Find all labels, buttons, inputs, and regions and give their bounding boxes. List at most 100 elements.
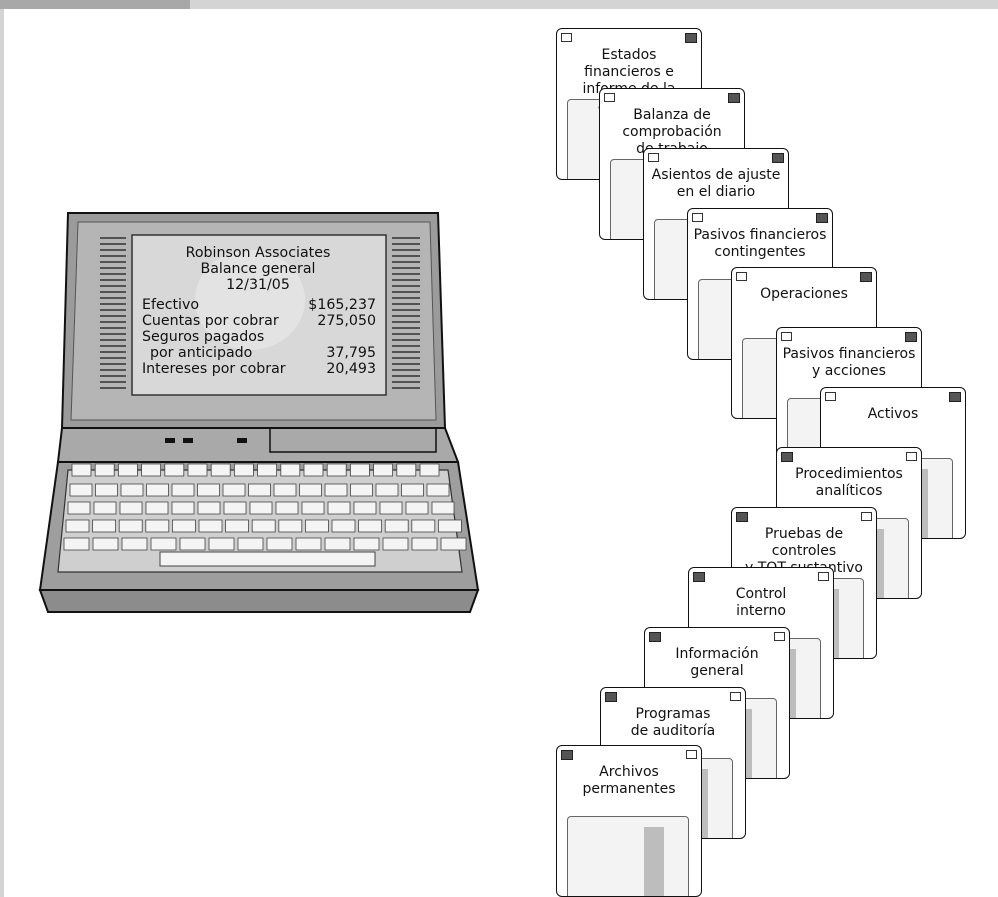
keyboard-key — [437, 519, 462, 533]
disk-label: Activos — [825, 406, 961, 423]
keyboard-key — [411, 519, 436, 533]
speaker-grille-left — [100, 237, 126, 389]
screen-item-amount: 20,493 — [326, 361, 376, 377]
screen-report: Balance general — [200, 261, 316, 277]
write-protect-open-icon — [736, 272, 747, 281]
keyboard-key — [92, 537, 119, 551]
keyboard-key — [93, 501, 117, 515]
write-protect-closed-icon — [905, 332, 917, 342]
keyboard-key — [373, 463, 394, 477]
keyboard-key — [401, 483, 424, 497]
write-protect-closed-icon — [693, 572, 705, 582]
write-protect-open-icon — [686, 750, 697, 759]
disk-label: Operaciones — [736, 286, 872, 303]
write-protect-open-icon — [692, 213, 703, 222]
write-protect-closed-icon — [816, 213, 828, 223]
keyboard-key — [327, 501, 351, 515]
keyboard-key — [222, 483, 246, 497]
disk-label-line: contingentes — [714, 244, 806, 260]
disk-shutter-window — [644, 827, 664, 896]
screen-item-amount: 275,050 — [317, 313, 376, 329]
keyboard — [63, 463, 467, 567]
write-protect-open-icon — [604, 93, 615, 102]
disk-label-line: Activos — [867, 406, 919, 422]
top-bar — [0, 0, 998, 9]
keyboard-key — [141, 463, 162, 477]
keyboard-key — [198, 519, 223, 533]
disk-label-line: analíticos — [815, 483, 883, 499]
disk-label-line: Control — [735, 586, 787, 602]
keyboard-key — [179, 537, 206, 551]
keyboard-key — [273, 483, 297, 497]
keyboard-key — [324, 537, 351, 551]
keyboard-key — [121, 537, 148, 551]
keyboard-key — [295, 537, 322, 551]
disk-label-line: Balanza de — [633, 107, 711, 123]
keyboard-key — [67, 501, 91, 515]
keyboard-key — [63, 537, 90, 551]
keyboard-key — [301, 501, 325, 515]
keyboard-key — [197, 483, 220, 497]
keyboard-key — [145, 501, 169, 515]
write-protect-open-icon — [861, 512, 872, 521]
keyboard-key — [118, 463, 138, 477]
write-protect-closed-icon — [649, 632, 661, 642]
write-protect-open-icon — [561, 33, 572, 42]
screen-item-amount: 37,795 — [326, 345, 376, 361]
keyboard-key — [382, 537, 409, 551]
write-protect-open-icon — [774, 632, 785, 641]
keyboard-key — [440, 537, 467, 551]
keyboard-key — [225, 519, 250, 533]
write-protect-closed-icon — [561, 750, 573, 760]
keyboard-key — [349, 463, 370, 477]
disk-label-line: Procedimientos — [795, 466, 903, 482]
keyboard-key — [233, 463, 254, 477]
keyboard-key — [65, 519, 90, 533]
screen-item-label: Seguros pagados — [142, 329, 265, 345]
write-protect-closed-icon — [736, 512, 748, 522]
disk-label-line: general — [690, 663, 744, 679]
write-protect-closed-icon — [781, 452, 793, 462]
screen-item-label: Intereses por cobrar — [142, 361, 286, 377]
screen-company: Robinson Associates — [185, 245, 331, 261]
keyboard-key — [324, 483, 348, 497]
keyboard-key — [187, 463, 208, 477]
disk-shutter — [567, 816, 689, 896]
keyboard-key — [251, 519, 276, 533]
keyboard-key — [419, 463, 440, 477]
keyboard-key — [280, 463, 301, 477]
disk-label-line: Estados financieros e — [584, 47, 674, 80]
screen-date: 12/31/05 — [226, 277, 290, 293]
keyboard-key — [69, 483, 93, 497]
disk-label-line: Operaciones — [760, 286, 848, 302]
write-protect-open-icon — [906, 452, 917, 461]
screen-item-label: por anticipado — [150, 345, 253, 361]
disk-label-line: y acciones — [812, 363, 886, 379]
keyboard-key — [146, 483, 169, 497]
keyboard-key — [266, 537, 293, 551]
keyboard-key — [119, 501, 143, 515]
write-protect-open-icon — [781, 332, 792, 341]
keyboard-key — [384, 519, 409, 533]
keyboard-key — [197, 501, 221, 515]
keyboard-key — [303, 463, 324, 477]
keyboard-key — [353, 537, 380, 551]
keyboard-key — [210, 463, 231, 477]
disk-label-line: comprobación — [622, 124, 722, 140]
disk-label-line: Programas — [635, 706, 711, 722]
keyboard-key — [396, 463, 417, 477]
write-protect-open-icon — [825, 392, 836, 401]
keyboard-key — [350, 483, 373, 497]
keyboard-key — [411, 537, 438, 551]
keyboard-key — [405, 501, 429, 515]
keyboard-key — [299, 483, 322, 497]
screen-item-amount: $165,237 — [308, 297, 376, 313]
screen-item-label: Cuentas por cobrar — [142, 313, 279, 329]
write-protect-closed-icon — [728, 93, 740, 103]
disk-label-line: Pasivos financieros — [782, 346, 916, 362]
